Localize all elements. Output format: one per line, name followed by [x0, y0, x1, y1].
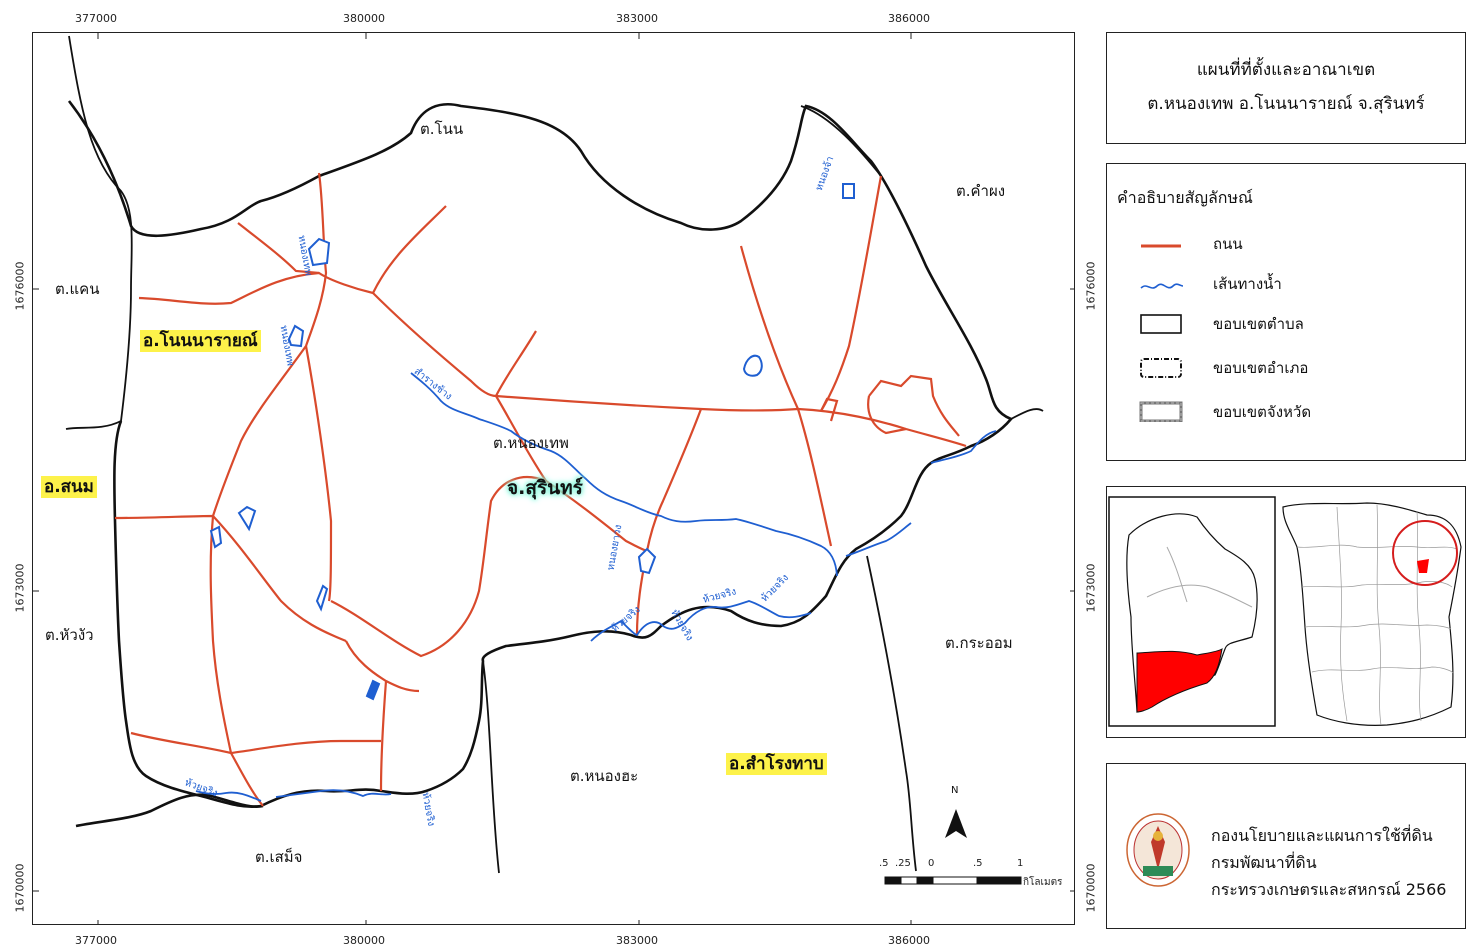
x-tick-top-3: 383000: [616, 12, 658, 25]
scale-bar: [884, 876, 1022, 885]
x-tick-bottom-3: 383000: [616, 934, 658, 947]
credit-panel: กองนโยบายและแผนการใช้ที่ดิน กรมพัฒนาที่ด…: [1106, 763, 1466, 929]
legend-label-district: ขอบเขตอำเภอ: [1213, 359, 1309, 377]
y-tick-right-3: 1670000: [1084, 863, 1098, 913]
label-province-surin: จ.สุรินทร์: [507, 477, 583, 499]
ldd-seal-icon: [1126, 813, 1190, 887]
legend-label-road: ถนน: [1213, 235, 1243, 253]
roads: [114, 172, 967, 807]
waterway-symbol-icon: [1140, 283, 1184, 289]
y-tick-left-3: 1670000: [13, 863, 27, 913]
label-amphoe-sanom: อ.สนม: [41, 476, 97, 498]
subdistrict-boundary-icon: [1140, 314, 1182, 334]
road-symbol-icon: [1141, 244, 1181, 248]
y-tick-left-2: 1673000: [13, 563, 27, 613]
boundary-west: [65, 35, 133, 430]
boundary-east-tail: [1010, 408, 1044, 420]
map-canvas: [33, 33, 1074, 924]
credit-line-2: กรมพัฒนาที่ดิน: [1211, 853, 1317, 872]
x-tick-top-1: 377000: [75, 12, 117, 25]
legend-item-waterway: เส้นทางน้ำ: [1107, 268, 1466, 298]
legend-panel: คำอธิบายสัญลักษณ์ ถนน เส้นทางน้ำ ขอบเขตต…: [1106, 163, 1466, 461]
credit-line-1: กองนโยบายและแผนการใช้ที่ดิน: [1211, 826, 1433, 845]
label-huawua: ต.หัวงัว: [45, 626, 94, 644]
main-map[interactable]: ต.โนน ต.คำผง ต.แคน ต.หัวงัว ต.กระออม ต.ห…: [32, 32, 1075, 925]
label-amphoe-samrongthap: อ.สำโรงทาบ: [726, 753, 827, 775]
district-boundary-icon: [1140, 358, 1182, 378]
boundary-east-arc: [800, 105, 882, 177]
scale-tick-2: .25: [895, 858, 911, 869]
label-non: ต.โนน: [420, 120, 464, 138]
label-khamphong: ต.คำผง: [956, 182, 1006, 200]
x-tick-top-4: 386000: [888, 12, 930, 25]
label-khaen: ต.แคน: [55, 280, 100, 298]
inset-maps: [1108, 496, 1462, 727]
label-amphoe-nonnarai: อ.โนนนารายณ์: [140, 330, 261, 352]
y-tick-right-2: 1673000: [1084, 563, 1098, 613]
label-nongthep: ต.หนองเทพ: [493, 434, 569, 452]
legend-item-district: ขอบเขตอำเภอ: [1107, 352, 1466, 382]
x-tick-bottom-2: 380000: [343, 934, 385, 947]
inset-panel: [1106, 486, 1466, 738]
boundary-kraom: [866, 555, 917, 872]
north-label: N: [951, 785, 959, 796]
scale-unit: กิโลเมตร: [1023, 877, 1063, 888]
title-line-2: ต.หนองเทพ อ.โนนนารายณ์ จ.สุรินทร์: [1147, 94, 1425, 114]
label-kraom: ต.กระออม: [945, 634, 1013, 652]
y-tick-left-1: 1676000: [13, 261, 27, 311]
waterways: [195, 372, 997, 802]
x-tick-bottom-4: 386000: [888, 934, 930, 947]
x-tick-bottom-1: 377000: [75, 934, 117, 947]
y-tick-right-1: 1676000: [1084, 261, 1098, 311]
legend-item-road: ถนน: [1107, 228, 1466, 258]
credit-line-3: กระทรวงเกษตรและสหกรณ์ 2566: [1211, 880, 1447, 899]
north-arrow-icon: [945, 809, 967, 838]
legend-label-waterway: เส้นทางน้ำ: [1213, 275, 1282, 293]
scale-tick-3: 0: [928, 858, 935, 869]
title-panel: แผนที่ที่ตั้งและอาณาเขต ต.หนองเทพ อ.โนนน…: [1106, 32, 1466, 144]
boundary-south: [75, 793, 264, 828]
x-tick-top-2: 380000: [343, 12, 385, 25]
legend-item-subdistrict: ขอบเขตตำบล: [1107, 308, 1466, 338]
legend-item-province: ขอบเขตจังหวัด: [1107, 396, 1466, 426]
legend-heading: คำอธิบายสัญลักษณ์: [1117, 188, 1253, 207]
label-samet: ต.เสม็จ: [255, 848, 303, 866]
scale-tick-5: 1: [1017, 858, 1024, 869]
title-line-1: แผนที่ที่ตั้งและอาณาเขต: [1196, 60, 1376, 80]
legend-label-province: ขอบเขตจังหวัด: [1213, 403, 1312, 421]
province-boundary-icon: [1139, 401, 1183, 422]
scale-tick-4: .5: [973, 858, 983, 869]
ponds: [209, 183, 855, 701]
scale-tick-1: .5: [879, 858, 889, 869]
legend-label-subdistrict: ขอบเขตตำบล: [1213, 315, 1304, 333]
label-nonghae: ต.หนองฮะ: [570, 767, 639, 785]
boundary-nonghae: [482, 660, 500, 874]
